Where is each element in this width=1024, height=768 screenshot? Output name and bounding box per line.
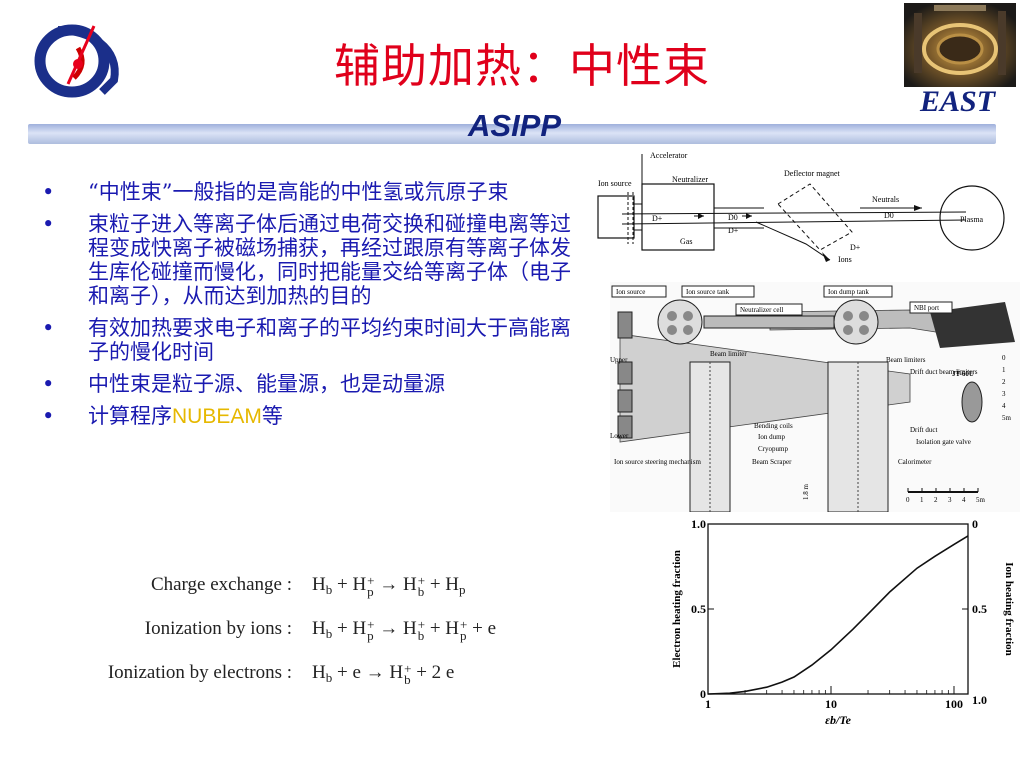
list-item: • 中性束是粒子源、能量源，也是动量源 bbox=[40, 372, 575, 396]
nubeam-highlight: NUBEAM bbox=[172, 405, 262, 428]
vscale-tick-label: 0 bbox=[1002, 354, 1006, 362]
y-axis-label: Electron heating fraction bbox=[671, 550, 683, 668]
header-rule bbox=[28, 124, 996, 144]
beam-limiter-tag: Beam limiter bbox=[710, 350, 747, 358]
x-tick-label: 100 bbox=[945, 697, 963, 711]
length-scale: 0 1 2 3 4 5m bbox=[906, 488, 986, 504]
y-right-tick-label: 0 bbox=[972, 517, 978, 531]
vscale-tick-label: 5m bbox=[1002, 414, 1012, 422]
scale-tick-label: 0 bbox=[906, 496, 910, 504]
scale-tick-label: 4 bbox=[962, 496, 966, 504]
d-plus-label-2: D+ bbox=[728, 226, 739, 235]
list-item: • 束粒子进入等离子体后通过电荷交换和碰撞电离等过程变成快离子被磁场捕获，再经过跟… bbox=[40, 212, 575, 308]
scale-tick-label: 3 bbox=[948, 496, 952, 504]
ion-dump-tank-tag: Ion dump tank bbox=[828, 288, 869, 296]
vertical-scale: 0 1 2 3 4 5m bbox=[1002, 354, 1012, 422]
y-right-tick-label: 0.5 bbox=[972, 602, 987, 616]
deflector-label: Deflector magnet bbox=[784, 169, 841, 178]
equation-label: Ionization by electrons : bbox=[107, 662, 292, 683]
heating-fraction-line bbox=[707, 535, 969, 695]
bullet-text: 中性束是粒子源、能量源，也是动量源 bbox=[88, 372, 445, 396]
bullet-icon: • bbox=[42, 316, 55, 340]
isolation-valve-tag: Isolation gate valve bbox=[916, 438, 971, 446]
accelerator-label: Accelerator bbox=[650, 151, 688, 160]
vscale-tick-label: 2 bbox=[1002, 378, 1006, 386]
bullet-icon: • bbox=[42, 404, 55, 428]
x-tick-label: 1 bbox=[705, 697, 711, 711]
list-item: • “中性束”一般指的是高能的中性氢或氘原子束 bbox=[40, 180, 575, 204]
height-scale-tag: 1.8 m bbox=[802, 484, 810, 501]
cryopump-tag: Cryopump bbox=[758, 445, 788, 453]
d-zero-label: D0 bbox=[728, 213, 738, 222]
bullet-icon: • bbox=[42, 212, 55, 236]
ions-label: Ions bbox=[838, 255, 852, 264]
equation-formula: Hb + e → H+b + 2 e bbox=[312, 660, 455, 687]
y-right-tick-label: 1.0 bbox=[972, 693, 987, 707]
org-label: ASIPP bbox=[468, 108, 562, 143]
vscale-tick-label: 3 bbox=[1002, 390, 1006, 398]
neutrals-label: Neutrals bbox=[872, 195, 899, 204]
ion-source-tag: Ion source bbox=[616, 288, 645, 296]
tokamak-photo bbox=[904, 3, 1016, 87]
equation-label: Ionization by ions : bbox=[144, 618, 292, 639]
d-zero-label-2: D0 bbox=[884, 211, 894, 220]
heating-fraction-chart: 1 10 100 0 0.5 1.0 1.0 0.5 0 εb/Te Electron heatin… bbox=[671, 517, 1015, 727]
list-item: • 有效加热要求电子和离子的平均约束时间大于高能离子的慢化时间 bbox=[40, 316, 575, 364]
y-right-axis-label: Ion heating fraction bbox=[1003, 562, 1015, 656]
scale-tick-label: 5m bbox=[976, 496, 986, 504]
drift-duct-tag: Drift duct bbox=[910, 426, 937, 434]
bullet-text: 有效加热要求电子和离子的平均约束时间大于高能离子的慢化时间 bbox=[88, 316, 571, 364]
scale-tick-label: 2 bbox=[934, 496, 938, 504]
d-plus-label-3: D+ bbox=[850, 243, 861, 252]
upper-tag: Upper bbox=[610, 356, 628, 364]
ion-source-label: Ion source bbox=[598, 179, 632, 188]
neutralizer-cell-tag: Neutralizer cell bbox=[740, 306, 783, 314]
bullet-text: 计算程序 bbox=[88, 404, 172, 428]
bullet-list: • “中性束”一般指的是高能的中性氢或氘原子束 • 束粒子进入等离子体后通过电荷交换… bbox=[40, 180, 575, 437]
vscale-tick-label: 1 bbox=[1002, 366, 1006, 374]
y-tick-label: 1.0 bbox=[691, 517, 706, 531]
plot-frame bbox=[707, 523, 969, 695]
gas-label: Gas bbox=[680, 237, 692, 246]
steering-mechanism-tag: Ion source steering mechanism bbox=[614, 458, 701, 466]
bullet-icon: • bbox=[42, 180, 55, 204]
nbi-port-tag: NBI port bbox=[914, 304, 939, 312]
nbi-injector-drawing: Ion source Ion source tank Ion dump tank… bbox=[610, 282, 1020, 512]
d-plus-label: D+ bbox=[652, 214, 663, 223]
jt60u-tag: JT-60U bbox=[952, 370, 974, 378]
y-tick-label: 0 bbox=[700, 687, 706, 701]
calorimeter-tag: Calorimeter bbox=[898, 458, 932, 466]
asipp-logo-icon bbox=[34, 24, 119, 98]
equation-label: Charge exchange : bbox=[150, 574, 292, 595]
equation-formula: Hb + H+p → H+b + H+p + e bbox=[312, 616, 497, 643]
neutralizer-label: Neutralizer bbox=[672, 175, 708, 184]
bullet-icon: • bbox=[42, 372, 55, 396]
vscale-tick-label: 4 bbox=[1002, 402, 1006, 410]
scale-tick-label: 1 bbox=[920, 496, 924, 504]
y-tick-label: 0.5 bbox=[691, 602, 706, 616]
plasma-label: Plasma bbox=[960, 215, 984, 224]
list-item: • 计算程序NUBEAM等 bbox=[40, 404, 575, 429]
beam-scraper-tag: Beam Scraper bbox=[752, 458, 792, 466]
bending-coils-tag: Bending coils bbox=[754, 422, 793, 430]
equation-formula: Hb + H+p → H+b + Hp bbox=[312, 572, 466, 599]
page-title: 辅助加热：中性束 bbox=[334, 39, 710, 93]
bullet-text: 束粒子进入等离子体后通过电荷交换和碰撞电离等过程变成快离子被磁场捕获，再经过跟原… bbox=[88, 212, 571, 308]
x-tick-label: 10 bbox=[825, 697, 837, 711]
drift-duct-limiters-tag: Drift duct beam limiters bbox=[910, 368, 978, 376]
nbi-schematic: Accelerator Ion source Neutralizer Defle… bbox=[597, 151, 1005, 264]
bullet-text: “中性束”一般指的是高能的中性氢或氘原子束 bbox=[88, 180, 509, 204]
bullet-text-tail: 等 bbox=[261, 404, 283, 428]
ion-dump-tag: Ion dump bbox=[758, 433, 786, 441]
east-label: EAST bbox=[920, 85, 996, 118]
ion-source-tank-tag: Ion source tank bbox=[686, 288, 730, 296]
lower-tag: Lower bbox=[610, 432, 629, 440]
beam-limiters-tag: Beam limiters bbox=[886, 356, 926, 364]
x-axis-label: εb/Te bbox=[825, 713, 851, 727]
